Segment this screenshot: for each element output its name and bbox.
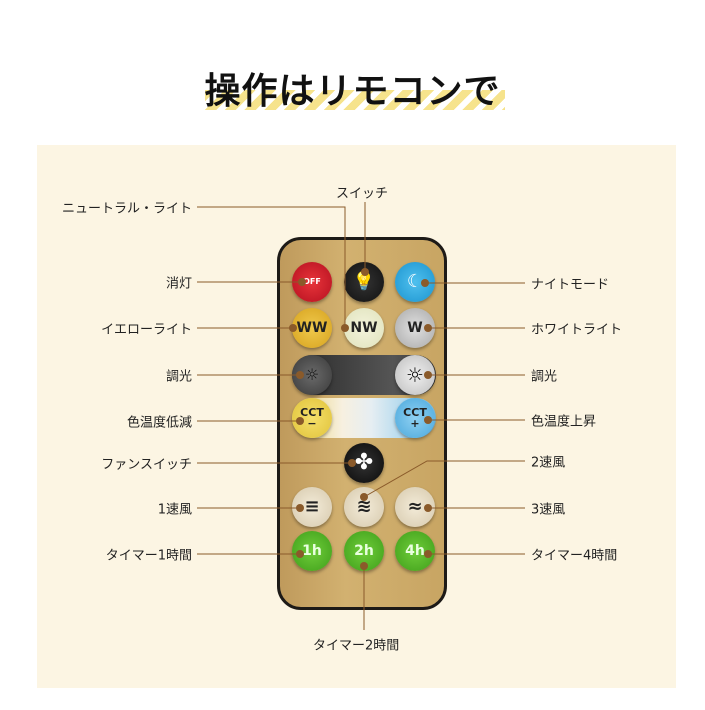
speed1-icon: ≡ bbox=[304, 496, 320, 517]
label-dim-left: 調光 bbox=[165, 369, 192, 385]
label-neutral-light: ニュートラル・ライト bbox=[61, 201, 192, 217]
label-timer2: タイマー2時間 bbox=[313, 638, 400, 654]
t4-label: 4h bbox=[405, 543, 425, 559]
brightness-down-icon: ☼ bbox=[304, 365, 320, 384]
speed2-icon: ≋ bbox=[356, 496, 372, 517]
cct-minus-label: CCT − bbox=[300, 406, 324, 430]
bulb-icon: 💡 bbox=[352, 271, 376, 292]
label-dim-right: 調光 bbox=[531, 369, 558, 385]
title-highlight bbox=[205, 90, 505, 110]
label-fan-switch: ファンスイッチ bbox=[101, 457, 192, 473]
ww-label: WW bbox=[296, 320, 328, 336]
brightness-up-icon: ☼ bbox=[406, 363, 424, 387]
cct-plus-label: CCT + bbox=[403, 406, 427, 430]
neutral-light-button[interactable]: NW bbox=[344, 308, 384, 348]
label-speed3: 3速風 bbox=[531, 502, 566, 518]
timer1-button[interactable]: 1h bbox=[292, 531, 332, 571]
label-speed2: 2速風 bbox=[531, 455, 566, 471]
power-icon: OFF bbox=[303, 277, 321, 286]
label-yellow-light: イエローライト bbox=[101, 322, 192, 338]
label-off: 消灯 bbox=[165, 276, 192, 292]
nw-label: NW bbox=[350, 320, 378, 336]
label-timer1: タイマー1時間 bbox=[105, 548, 192, 564]
label-speed1: 1速風 bbox=[157, 502, 192, 518]
t2-label: 2h bbox=[354, 543, 374, 559]
label-cct-down: 色温度低減 bbox=[126, 415, 192, 431]
dim-up-button[interactable]: ☼ bbox=[395, 355, 435, 395]
label-timer4: タイマー4時間 bbox=[531, 548, 618, 564]
fan-icon: ✤ bbox=[354, 450, 374, 475]
yellow-light-button[interactable]: WW bbox=[292, 308, 332, 348]
speed3-icon: ≈ bbox=[407, 496, 423, 517]
moon-icon: ☾ bbox=[406, 271, 424, 292]
w-label: W bbox=[407, 320, 423, 336]
page-title: 操作はリモコンで bbox=[204, 71, 501, 112]
label-white-light: ホワイトライト bbox=[531, 322, 623, 338]
label-night-mode: ナイトモード bbox=[531, 277, 610, 293]
label-switch: スイッチ bbox=[336, 186, 389, 202]
t1-label: 1h bbox=[302, 543, 322, 559]
label-cct-up: 色温度上昇 bbox=[531, 414, 597, 430]
